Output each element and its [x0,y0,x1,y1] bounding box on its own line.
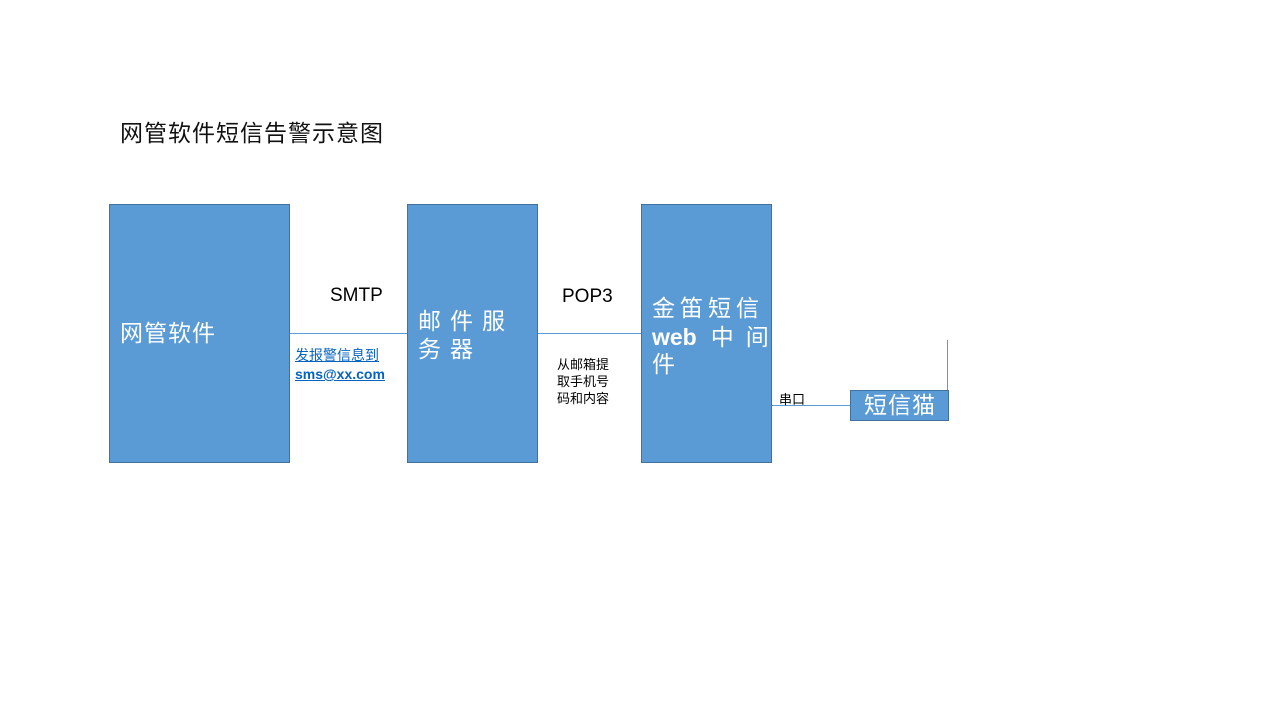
sms-web-label-line2: web 中间 [652,323,781,352]
pop3-note-line1: 从邮箱提 [557,358,610,373]
diagram-title: 网管软件短信告警示意图 [120,121,384,147]
smtp-label: SMTP [330,285,383,306]
smtp-note-line1: 发报警信息到 [295,348,379,364]
smtp-connector [290,333,407,334]
pop3-note-line2: 取手机号 [557,375,610,390]
sms-web-label-line1: 金笛短信 [652,296,764,322]
smtp-note-email: sms@xx.com [295,366,385,382]
mail-server-box: 邮件服务器 [407,204,538,463]
sms-modem-box: 短信猫 [850,390,949,421]
sms-web-label-middle: 中间 [710,325,781,351]
smtp-note-link[interactable]: 发报警信息到 sms@xx.com [295,347,385,383]
pop3-label: POP3 [562,286,613,307]
nms-box: 网管软件 [109,204,290,463]
serial-connector [772,405,850,406]
nms-label: 网管软件 [120,321,216,347]
mail-server-label: 邮件服务器 [418,309,514,363]
sms-modem-label: 短信猫 [864,393,936,419]
sms-web-label-line3: 件 [652,352,675,378]
serial-label: 串口 [779,393,806,408]
pop3-note-line3: 码和内容 [557,392,610,407]
sms-web-label-web: web [652,324,697,350]
modem-antenna-line [947,340,948,390]
pop3-note: 从邮箱提 取手机号 码和内容 [557,357,609,408]
pop3-connector [538,333,641,334]
